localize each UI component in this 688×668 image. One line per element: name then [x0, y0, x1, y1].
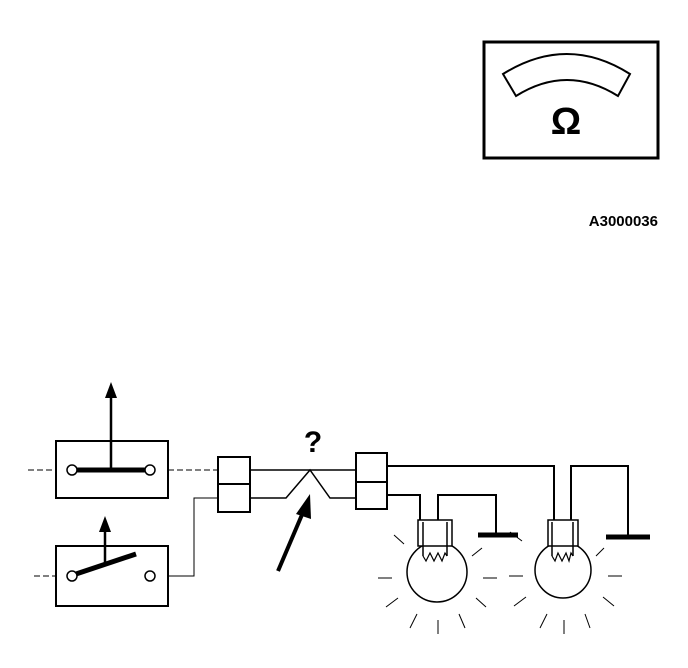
ohmmeter-frame	[482, 40, 660, 160]
question-mark: ?	[304, 426, 322, 459]
ohmmeter-scale-arc	[501, 53, 632, 98]
switch-closed-contact-right	[144, 464, 156, 476]
output-wires	[387, 465, 629, 536]
lamp-left-filament	[422, 551, 448, 563]
ohm-symbol: Ω	[551, 101, 581, 143]
switch-open-arrow-icon	[99, 516, 111, 532]
lamp-right-rays	[509, 531, 622, 634]
lamp-left-bulb	[406, 541, 468, 603]
switch-closed-arrow-icon	[105, 382, 117, 398]
connector-left	[217, 456, 251, 513]
pointer-arrow-icon	[296, 494, 311, 519]
suspect-wire-section	[250, 468, 356, 499]
switch-open-contact-right	[144, 570, 156, 582]
lamp-right-bulb	[534, 541, 592, 599]
lamp-right-filament	[551, 551, 574, 564]
switch-closed-contact-left	[66, 464, 78, 476]
switch-open	[34, 497, 218, 607]
connector-right	[355, 452, 388, 510]
figure-code: A3000036	[589, 213, 658, 230]
pointer-arrow	[276, 494, 311, 572]
lamp-right	[509, 519, 622, 634]
lamp-left	[378, 519, 497, 634]
ohmmeter: Ω	[482, 40, 660, 160]
lamp-left-rays	[378, 534, 497, 634]
switch-closed	[28, 382, 218, 499]
